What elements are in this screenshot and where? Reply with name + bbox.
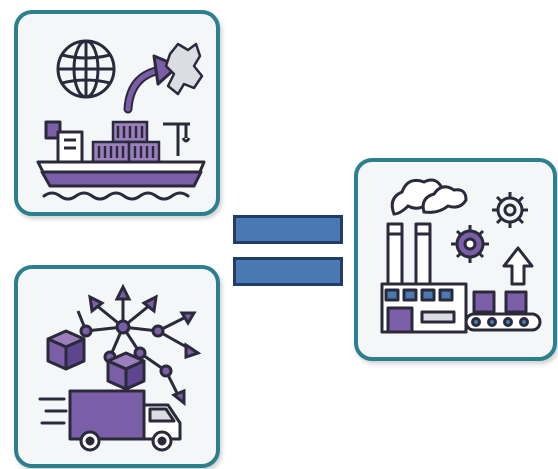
equals-sign-top-bar (233, 215, 343, 244)
upload-arrow-icon (502, 246, 534, 286)
equals-sign-bottom-bar (233, 257, 343, 286)
gear-icon (492, 192, 528, 228)
network-icon (76, 283, 202, 407)
logistics-distribution-tile (14, 265, 220, 468)
box-icon (106, 351, 146, 391)
industry-illustration (380, 178, 542, 334)
factory-icon (380, 222, 468, 334)
smoke-icon (390, 178, 468, 216)
export-shipping-illustration (36, 39, 206, 201)
industry-manufacturing-tile (354, 158, 557, 361)
waves-icon (42, 191, 190, 201)
arrow-icon (123, 54, 180, 114)
container-icon (91, 120, 161, 164)
conveyor-belt-icon (464, 290, 542, 332)
globe-icon (56, 39, 116, 99)
cargo-ship-icon (36, 120, 206, 188)
box-icon (46, 329, 86, 371)
export-shipping-tile (14, 10, 220, 216)
cloud-map-icon (164, 42, 204, 96)
crane-icon (163, 122, 191, 156)
delivery-truck-icon (38, 389, 182, 452)
logistics-illustration (38, 283, 202, 452)
gear-icon (451, 225, 489, 263)
